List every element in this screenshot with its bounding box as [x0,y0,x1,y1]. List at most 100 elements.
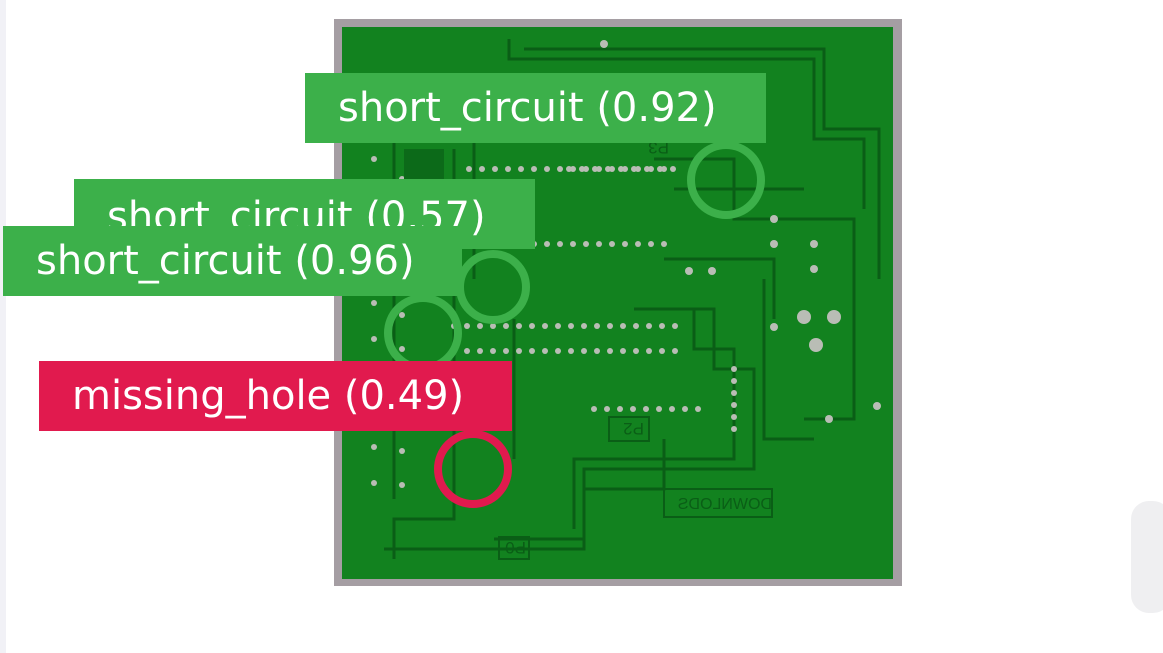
pcb-pad [371,336,377,342]
pcb-pad [581,323,587,329]
pcb-pad [708,267,716,275]
pcb-pad [464,323,470,329]
pcb-pad [873,402,881,410]
pcb-pad [492,166,498,172]
side-panel-handle[interactable] [1131,501,1163,613]
pcb-pad [544,166,550,172]
pcb-pad [529,323,535,329]
pcb-pad [731,366,737,372]
pcb-pad [695,406,701,412]
pcb-pad [659,348,665,354]
pcb-pad [731,414,737,420]
pcb-pad [581,348,587,354]
pcb-pad [490,348,496,354]
pcb-pad [555,323,561,329]
pcb-pad [646,323,652,329]
pcb-pad [618,166,624,172]
pcb-pad [490,323,496,329]
pcb-pad [633,323,639,329]
pcb-pad [466,166,472,172]
pcb-pad [633,348,639,354]
pcb-pad [620,348,626,354]
pcb-pad [607,323,613,329]
pcb-pad [477,323,483,329]
silkscreen-p2: P2 [623,419,644,438]
pcb-pad [631,166,637,172]
pcb-pad [617,406,623,412]
pcb-pad [669,406,675,412]
pcb-pad [544,241,550,247]
silkscreen-p0: P0 [505,538,526,557]
pcb-pad [600,40,608,48]
pcb-pad [731,426,737,432]
pcb-pad [529,348,535,354]
pcb-pad [731,390,737,396]
pcb-pad [635,241,641,247]
pcb-pad [516,348,522,354]
pcb-pad [731,402,737,408]
pcb-pad [399,312,405,318]
detection-circle-short-circuit-057 [456,250,530,324]
pcb-pad [371,480,377,486]
pcb-pad [672,323,678,329]
pcb-pad [371,300,377,306]
pcb-pad [542,323,548,329]
pcb-pad [646,348,652,354]
pcb-pad [622,241,628,247]
pcb-pad [479,166,485,172]
detection-circle-missing-hole-049 [434,430,512,508]
pcb-pad [797,310,811,324]
pcb-pad [656,406,662,412]
pcb-pad [531,166,537,172]
detection-label: short_circuit (0.96) [3,226,462,296]
pcb-pad [371,444,377,450]
pcb-pad [685,267,693,275]
pcb-pad [670,166,676,172]
detection-label: missing_hole (0.49) [39,361,512,431]
pcb-pad [672,348,678,354]
detection-label: short_circuit (0.92) [305,73,766,143]
pcb-pad [555,348,561,354]
pcb-pad [566,166,572,172]
pcb-pad [371,156,377,162]
pcb-pad [810,265,818,273]
pcb-pad [477,348,483,354]
pcb-pad [657,166,663,172]
pcb-pad [503,323,509,329]
pcb-pad [770,215,778,223]
pcb-pad [643,406,649,412]
pcb-pad [557,166,563,172]
pcb-pad [596,241,602,247]
pcb-pad [825,415,833,423]
pcb-pad [731,378,737,384]
pcb-pad [682,406,688,412]
detection-circle-short-circuit-092 [687,141,765,219]
pcb-pad [607,348,613,354]
pcb-pad [591,406,597,412]
pcb-pad [594,348,600,354]
pcb-pad [620,323,626,329]
pcb-pad [770,240,778,248]
silkscreen-downlods: DOWNLODS [678,496,772,513]
pcb-pad [568,348,574,354]
pcb-pad [809,338,823,352]
pcb-pad [770,323,778,331]
pcb-pad [583,241,589,247]
pcb-pad [661,241,667,247]
pcb-pad [827,310,841,324]
pcb-pad [399,482,405,488]
pcb-pad [609,241,615,247]
pcb-pad [579,166,585,172]
pcb-pad [630,406,636,412]
pcb-pad [592,166,598,172]
pcb-pad [464,348,470,354]
detection-circle-short-circuit-096 [384,294,462,372]
pcb-pad [568,323,574,329]
pcb-pad [518,166,524,172]
pcb-pad [605,166,611,172]
left-panel-edge [0,0,6,653]
pcb-pad [516,323,522,329]
pcb-pad [542,348,548,354]
pcb-pad [399,346,405,352]
pcb-pad [570,241,576,247]
